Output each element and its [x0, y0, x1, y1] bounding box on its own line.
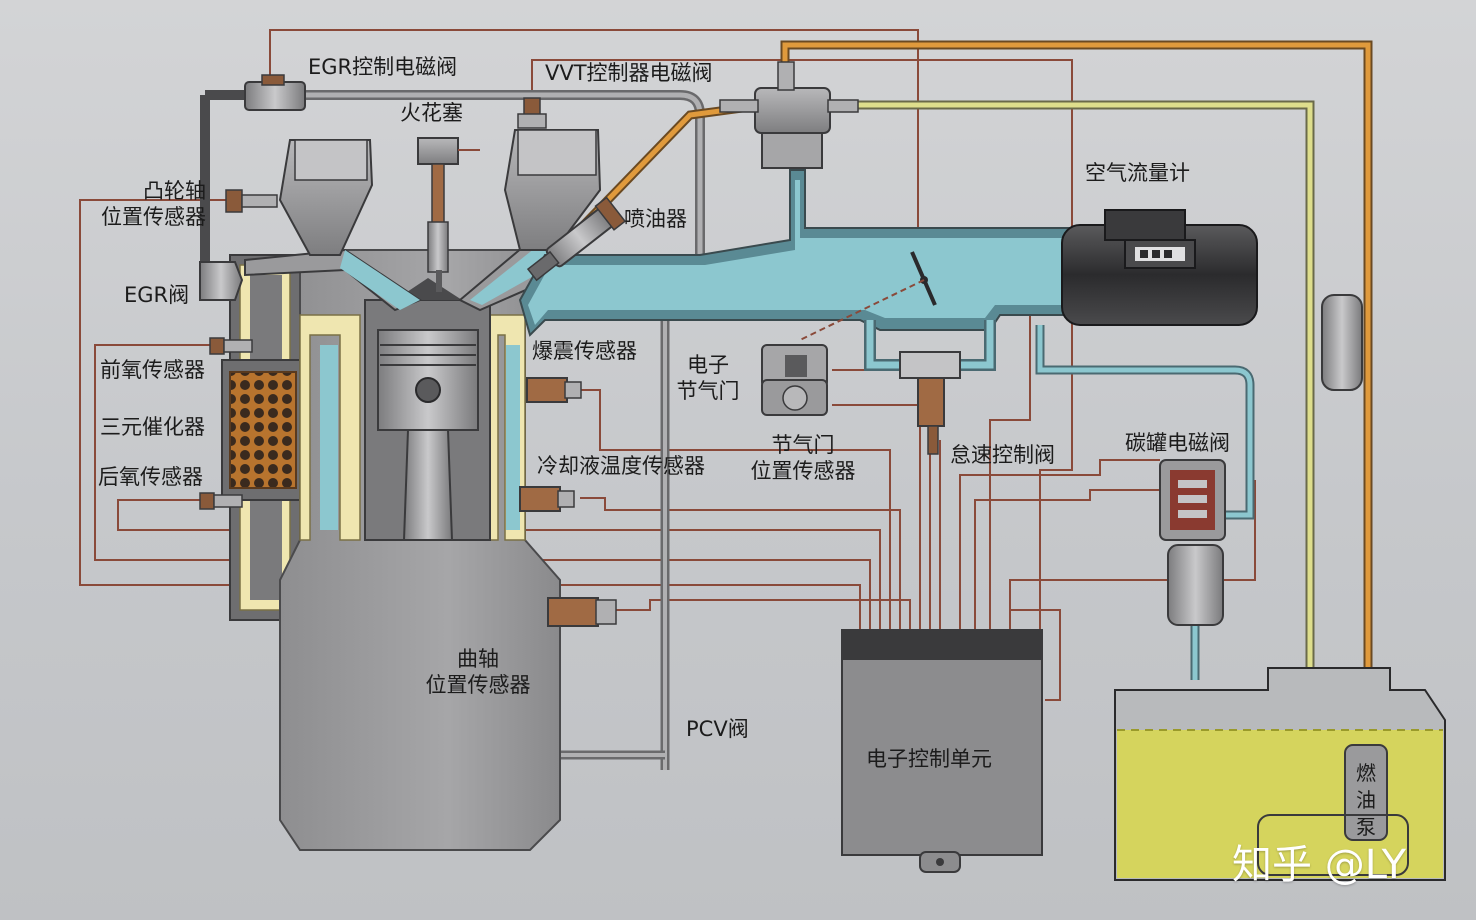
label-catalyst: 三元催化器 [100, 415, 205, 439]
label-knock-sensor: 爆震传感器 [532, 339, 637, 363]
label-crank-sensor: 曲轴 位置传感器 [408, 646, 548, 698]
fuel-injector-graphic [526, 196, 627, 282]
label-ecu: 电子控制单元 [866, 747, 992, 771]
knock-sensor-graphic [526, 377, 582, 403]
vapour-lines [1035, 325, 1255, 680]
fuel-tank-graphic [1114, 667, 1446, 881]
watermark: 知乎 @LY [1232, 842, 1407, 888]
fuel-pressure-regulator [719, 61, 859, 169]
label-idle-valve: 怠速控制阀 [950, 443, 1055, 467]
label-pcv-valve: PCV阀 [686, 717, 749, 741]
air-flow-meter-graphic [1061, 209, 1258, 326]
cylinder-head [244, 129, 602, 312]
coolant-sensor-graphic [519, 486, 575, 512]
label-injector: 喷油器 [624, 207, 687, 231]
vvt-solenoid-graphic [517, 97, 547, 129]
label-front-o2: 前氧传感器 [100, 358, 205, 382]
label-cam-sensor: 凸轮轴 位置传感器 [86, 178, 206, 230]
egr-solenoid-graphic [244, 74, 306, 111]
rear-o2-graphic [199, 492, 243, 510]
label-etc-line2: 节气门 [676, 379, 740, 403]
label-spark-plug: 火花塞 [400, 101, 463, 125]
label-etc-line1: 电子 [687, 353, 729, 377]
idle-control-valve-graphic [899, 351, 961, 455]
ecu-graphic [841, 629, 1043, 873]
intake-manifold [518, 169, 1071, 371]
label-crank-line2: 位置传感器 [425, 673, 531, 697]
signal-wires [79, 29, 1256, 701]
catalyst-honeycomb [229, 371, 297, 489]
label-etc: 电子 节气门 [668, 352, 748, 404]
connecting-rod [402, 429, 454, 541]
label-crank-line1: 曲轴 [457, 647, 499, 671]
label-canister-valve: 碳罐电磁阀 [1125, 431, 1230, 455]
charcoal-canister-graphic [1167, 544, 1224, 626]
label-rear-o2: 后氧传感器 [98, 465, 203, 489]
crank-sensor-graphic [547, 597, 617, 627]
label-tps: 节气门 位置传感器 [738, 432, 868, 484]
fuel-filter-graphic [1321, 294, 1363, 391]
throttle-position-sensor-graphic [761, 344, 828, 416]
egr-valve-graphic [199, 261, 244, 301]
label-airflow-meter: 空气流量计 [1085, 161, 1190, 185]
label-vvt-solenoid: VVT控制器电磁阀 [545, 61, 713, 85]
canister-solenoid-graphic [1159, 459, 1226, 541]
label-coolant-sensor: 冷却液温度传感器 [537, 454, 705, 478]
label-cam-sensor-line1: 凸轮轴 [143, 179, 206, 203]
label-tps-line2: 位置传感器 [750, 459, 856, 483]
label-egr-valve: EGR阀 [124, 283, 190, 307]
label-fuel-pump: 燃油泵 [1356, 761, 1376, 839]
label-tps-line1: 节气门 [771, 433, 835, 457]
front-o2-graphic [209, 337, 253, 355]
engine-block [279, 249, 561, 851]
cam-sensor-graphic [225, 189, 278, 213]
label-egr-solenoid: EGR控制电磁阀 [308, 55, 458, 79]
spark-plug-graphic [417, 137, 480, 292]
label-cam-sensor-line2: 位置传感器 [101, 205, 206, 229]
